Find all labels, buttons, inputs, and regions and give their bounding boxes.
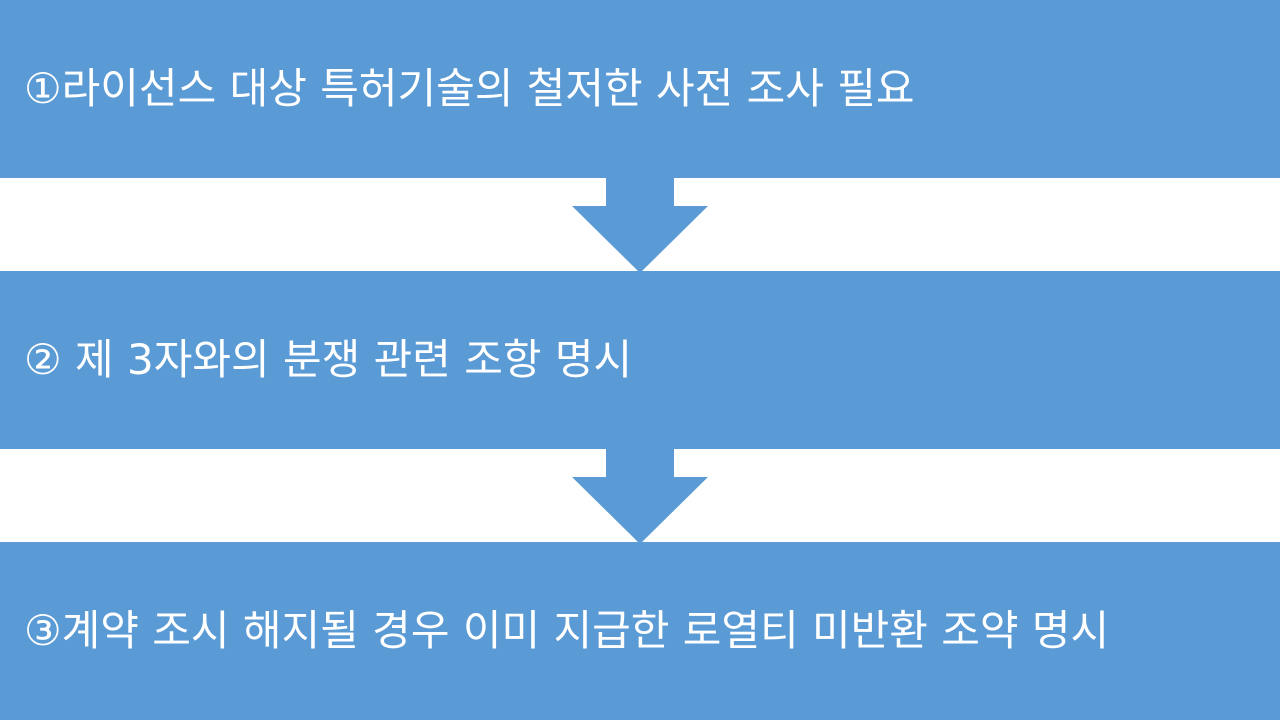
step-label-3: ③계약 조시 해지될 경우 이미 지급한 로열티 미반환 조약 명시 (24, 606, 1110, 655)
step-box-1: ①라이선스 대상 특허기술의 철저한 사전 조사 필요 (0, 0, 1280, 178)
step-label-1: ①라이선스 대상 특허기술의 철저한 사전 조사 필요 (24, 64, 915, 113)
step-box-2: ② 제 3자와의 분쟁 관련 조항 명시 (0, 271, 1280, 449)
down-arrow-icon (572, 176, 708, 273)
step-box-3: ③계약 조시 해지될 경우 이미 지급한 로열티 미반환 조약 명시 (0, 542, 1280, 720)
down-arrow-icon (572, 447, 708, 544)
step-label-2: ② 제 3자와의 분쟁 관련 조항 명시 (24, 335, 633, 384)
